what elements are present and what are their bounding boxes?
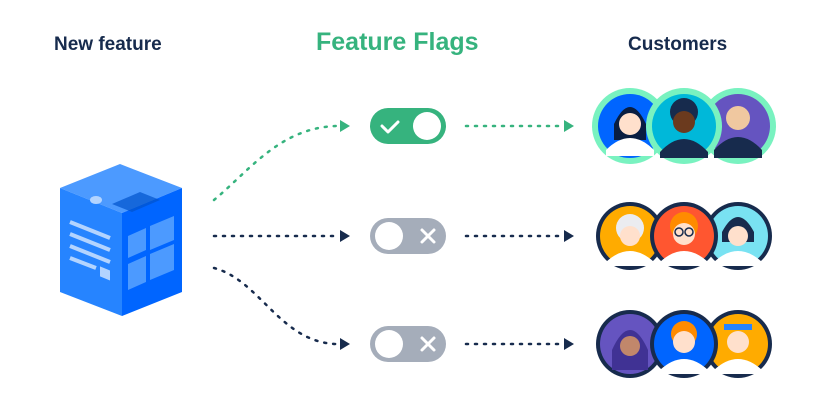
new-feature-heading: New feature <box>54 34 162 55</box>
connector-middle-left <box>212 230 350 242</box>
close-icon <box>420 228 436 244</box>
flag-toggle-off-2[interactable] <box>370 326 446 362</box>
connector-top-right <box>464 120 574 132</box>
customer-group-2 <box>596 202 772 270</box>
check-icon <box>380 120 400 134</box>
flag-toggle-off-1[interactable] <box>370 218 446 254</box>
connector-bottom-right <box>464 338 574 350</box>
flag-toggle-on[interactable] <box>370 108 446 144</box>
feature-cube-icon <box>60 164 182 316</box>
feature-flags-heading: Feature Flags <box>316 28 479 56</box>
customer-group-3 <box>596 310 772 378</box>
customer-group-enabled <box>592 88 776 164</box>
connector-middle-right <box>464 230 574 242</box>
connector-top-left <box>212 120 350 202</box>
connector-bottom-left <box>212 266 350 350</box>
close-icon <box>420 336 436 352</box>
customers-heading: Customers <box>628 34 728 55</box>
